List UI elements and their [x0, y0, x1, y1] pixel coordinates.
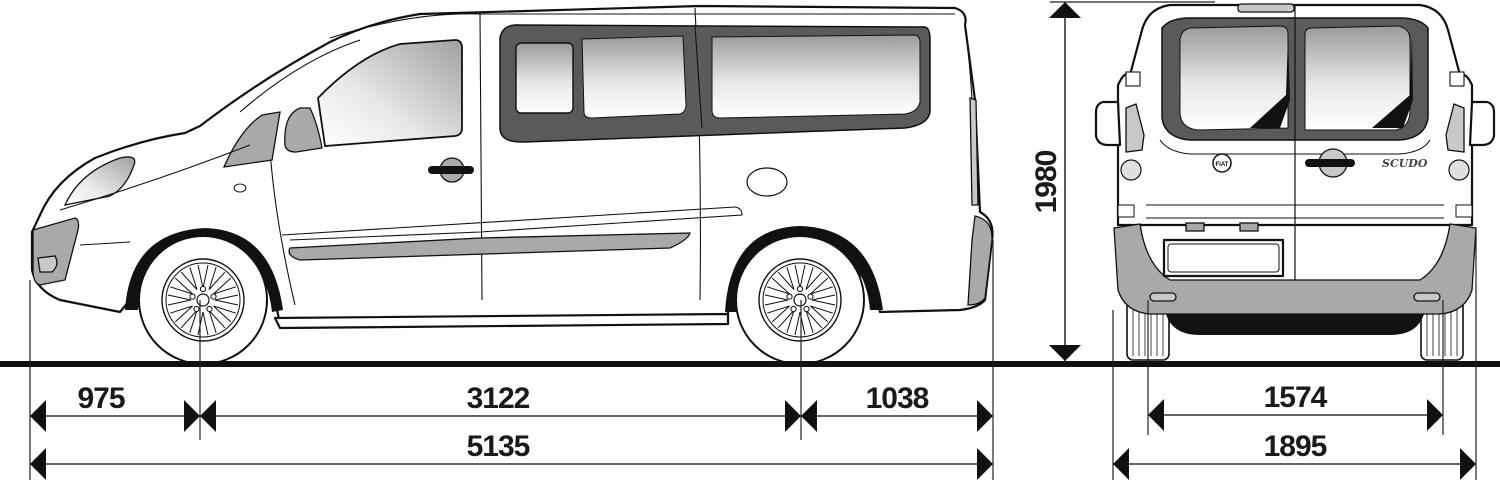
side-view: [30, 4, 994, 365]
quarter-glass: [222, 111, 281, 168]
dimension-overall-height: 1980: [1030, 2, 1081, 361]
rear-view-right-mirror: [1468, 100, 1496, 147]
rear-view-left-mirror: [1094, 100, 1122, 147]
dimension-rear-overhang: 1038: [801, 382, 993, 432]
rear-wiper-right: [1372, 36, 1413, 128]
rear-right-window: [1304, 25, 1411, 131]
dimension-wheelbase: 3122: [200, 382, 801, 432]
fuel-cap: [746, 167, 788, 197]
rear-left-window: [1179, 25, 1289, 131]
svg-text:3122: 3122: [467, 382, 530, 415]
rear-bumper: [1113, 223, 1477, 315]
rear-door-handle: [1305, 159, 1355, 167]
sliding-door-window: [581, 35, 687, 119]
rear-view: FIAT SCUDO: [1094, 3, 1496, 361]
svg-text:1574: 1574: [1264, 381, 1328, 414]
rear-side-window: [711, 34, 921, 119]
headlight: [63, 156, 136, 206]
svg-text:1895: 1895: [1264, 430, 1327, 463]
dimension-track-width: 1574: [1148, 381, 1443, 431]
ground-line: [0, 361, 1500, 367]
rear-bumper-side: [967, 215, 993, 306]
svg-text:975: 975: [77, 382, 124, 415]
svg-text:FIAT: FIAT: [1216, 162, 1229, 168]
rear-wiper-left: [1250, 36, 1290, 128]
dimension-overall-width: 1895: [1113, 430, 1476, 480]
svg-text:5135: 5135: [467, 430, 530, 463]
svg-text:1980: 1980: [1030, 150, 1063, 213]
front-door-window: [317, 39, 463, 147]
svg-text:1038: 1038: [866, 382, 929, 415]
dimension-overall-length: 5135: [30, 430, 993, 480]
side-mirror: [284, 107, 323, 153]
side-moulding: [288, 232, 691, 261]
dimension-front-overhang: 975: [30, 382, 200, 432]
front-door-handle: [428, 166, 474, 174]
rear-wheel-rim: [758, 258, 842, 342]
front-wheel-rim: [161, 258, 245, 342]
fiat-logo: [1212, 153, 1232, 173]
model-badge: SCUDO: [1382, 157, 1428, 170]
small-side-window: [515, 42, 574, 114]
